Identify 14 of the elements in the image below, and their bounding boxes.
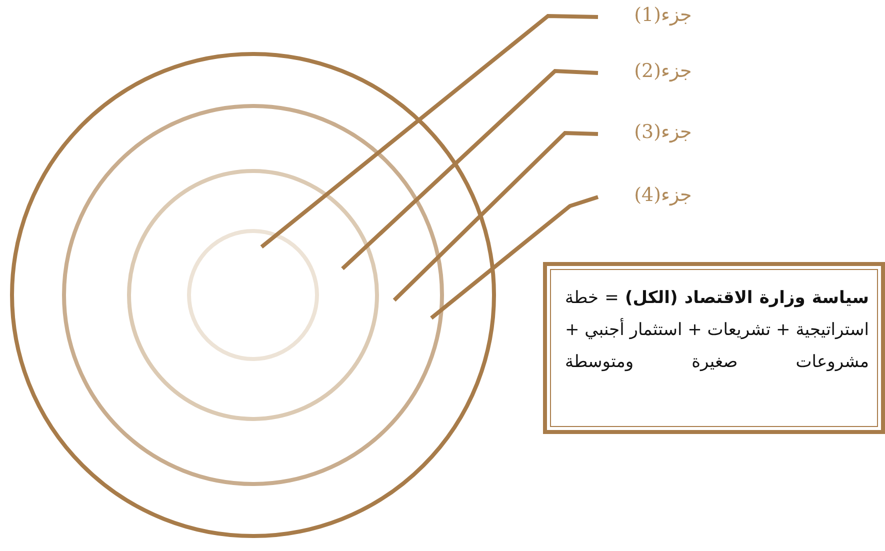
concentric-circle bbox=[187, 229, 319, 361]
definition-card bbox=[543, 262, 885, 434]
leader-line bbox=[430, 195, 599, 320]
leader-line bbox=[341, 68, 598, 270]
part-label: جزء(2) bbox=[600, 60, 692, 84]
part-label: جزء(1) bbox=[600, 4, 692, 28]
concentric-circle bbox=[127, 169, 379, 421]
part-label: جزء(3) bbox=[600, 121, 692, 145]
leader-line bbox=[392, 130, 598, 302]
concentric-circle bbox=[10, 52, 496, 538]
part-label: جزء(4) bbox=[600, 184, 692, 208]
concentric-circle bbox=[62, 104, 444, 486]
definition-text: سياسة وزارة الاقتصاد (الكل) = خطة استراتيجية + تشريعات + استثمار أجنبي + مشروعات صغيرة ومتوسطة bbox=[565, 287, 869, 374]
leader-line bbox=[260, 14, 598, 248]
